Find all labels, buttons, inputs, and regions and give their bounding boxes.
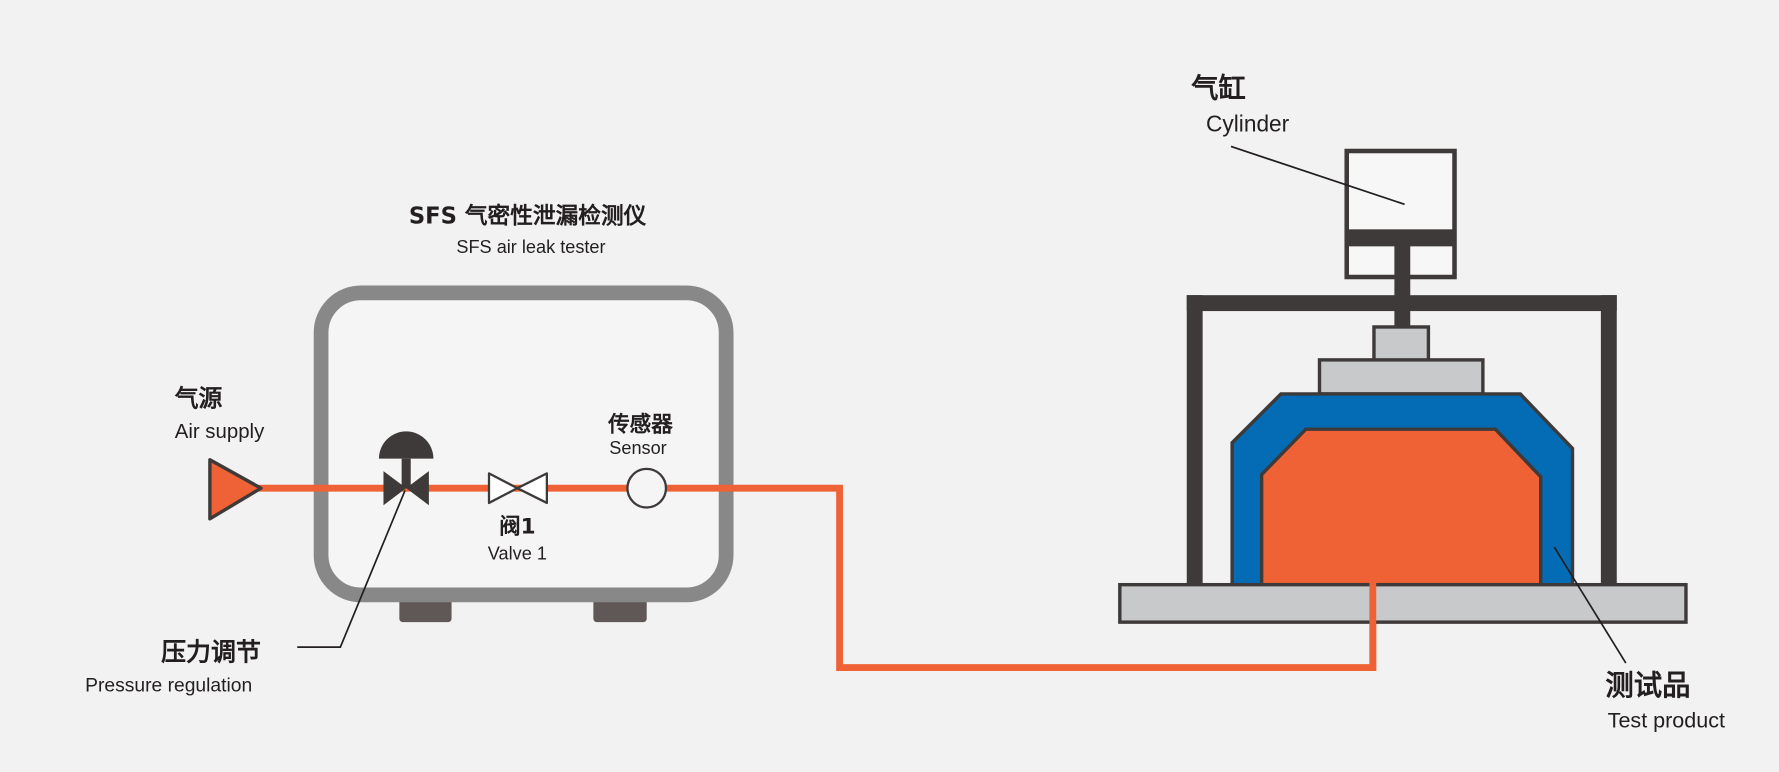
sensor-icon <box>626 467 668 509</box>
pipe-through-base <box>1369 582 1377 671</box>
pressure-regulator-valve-icon <box>378 431 434 506</box>
cylinder-label-en: Cylinder <box>1206 111 1290 137</box>
cylinder-leader <box>1230 145 1405 206</box>
press-block-small <box>1372 325 1431 363</box>
tester-foot-left <box>399 597 452 623</box>
air-supply-label-zh: 气源 <box>174 384 223 412</box>
tester-title: SFS 气密性泄漏检测仪 <box>409 203 647 230</box>
cylinder-rod <box>1394 238 1411 332</box>
valve-1-label-en: Valve 1 <box>488 544 547 564</box>
test-product-leader <box>1553 546 1627 664</box>
valve-1-icon-right <box>516 472 548 505</box>
air-supply-label-en: Air supply <box>175 421 265 443</box>
base-plate <box>1118 582 1688 624</box>
pressure-regulation-label-en: Pressure regulation <box>85 675 252 696</box>
sensor-label-zh: 传感器 <box>607 411 673 437</box>
valve-1-label-zh: 阀1 <box>499 515 536 540</box>
pressure-regulation-leader <box>297 490 406 648</box>
test-product-label-zh: 测试品 <box>1605 669 1690 702</box>
tester-body <box>313 285 734 603</box>
leak-tester <box>313 285 734 623</box>
tester-foot-right <box>593 597 647 623</box>
air-supply-icon <box>208 458 263 521</box>
test-fixture <box>1118 148 1688 671</box>
frame-right-leg <box>1600 295 1617 589</box>
press-block-large <box>1317 358 1485 396</box>
cylinder-label-zh: 气缸 <box>1190 73 1245 105</box>
test-product-label-en: Test product <box>1608 708 1725 733</box>
frame-left-leg <box>1186 295 1203 589</box>
sensor-label-en: Sensor <box>609 438 666 458</box>
test-product-shape <box>1259 427 1543 587</box>
cylinder-piston <box>1346 229 1455 247</box>
valve-1-icon <box>487 472 519 505</box>
pressure-regulation-label-zh: 压力调节 <box>161 638 261 667</box>
tester-subtitle: SFS air leak tester <box>456 237 605 257</box>
